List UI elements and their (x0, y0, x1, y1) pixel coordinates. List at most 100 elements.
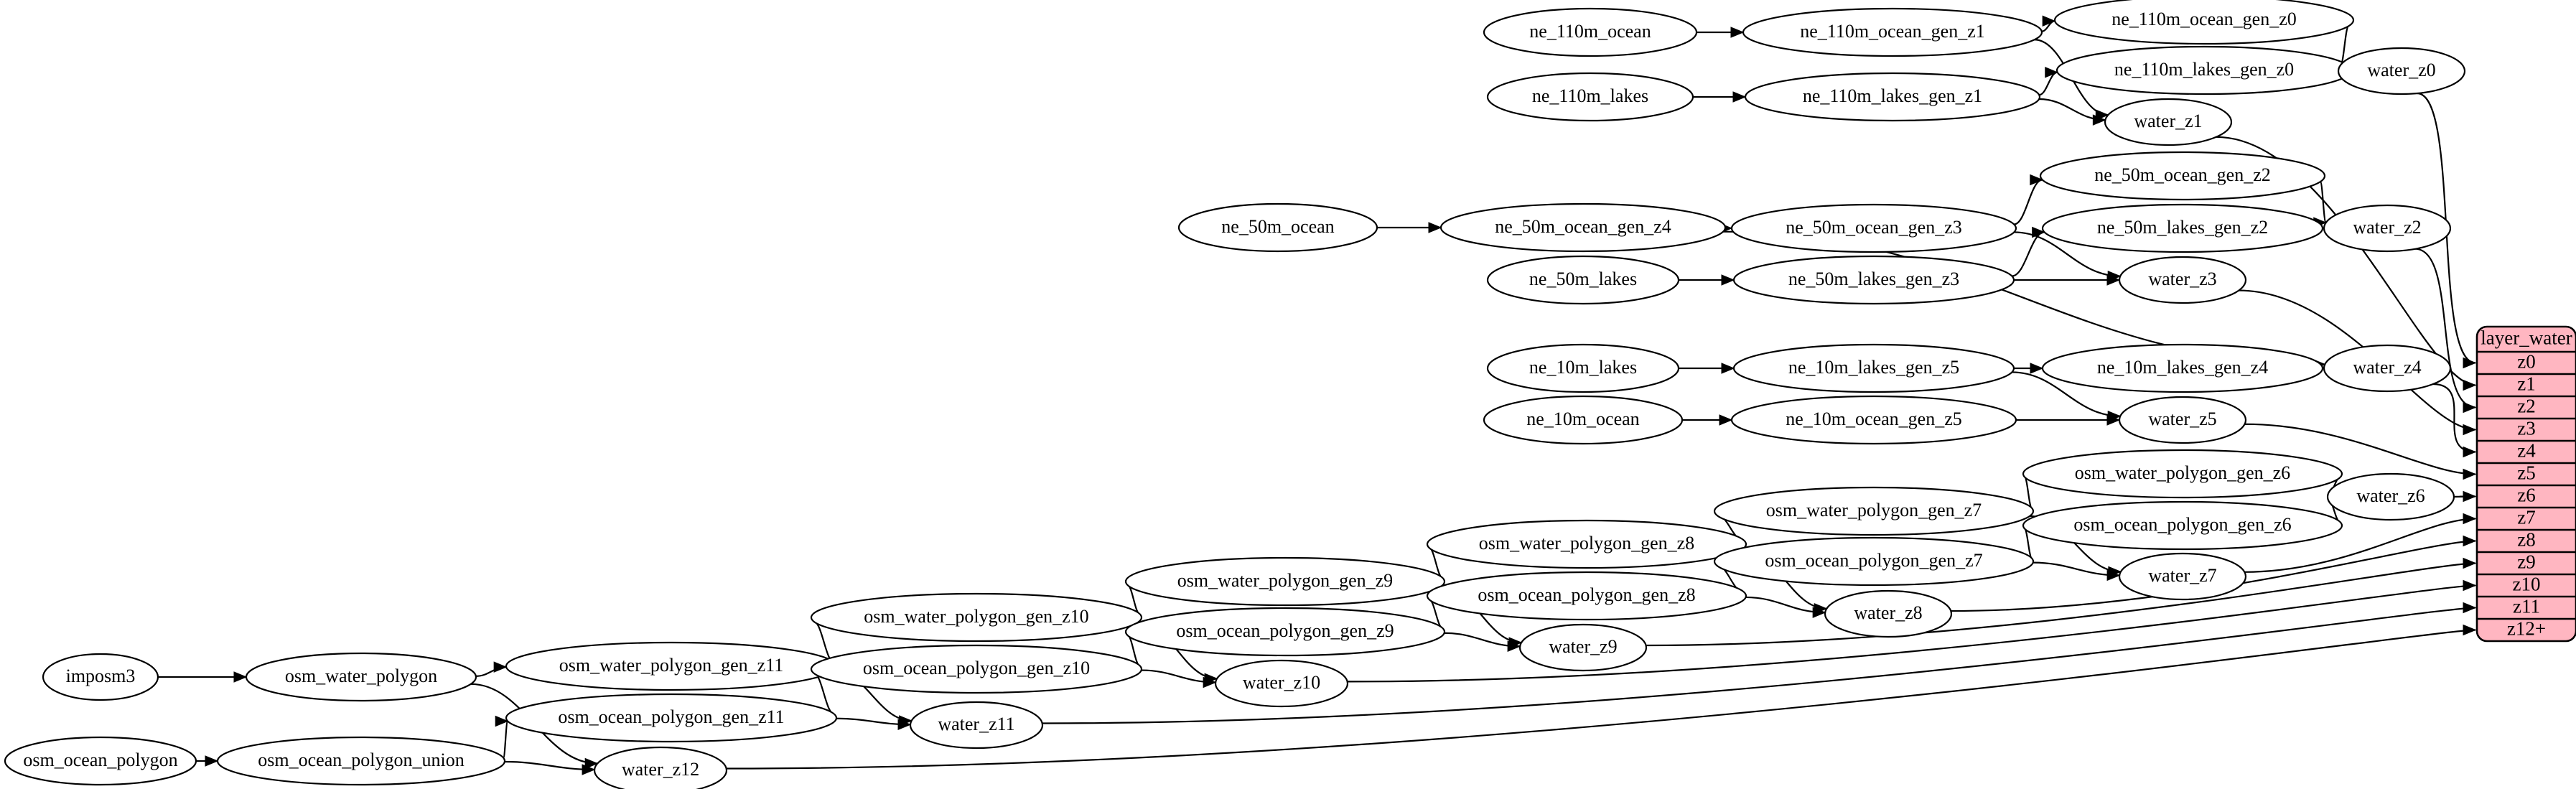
node-label: ne_110m_ocean_gen_z1 (1800, 21, 1985, 42)
node-shape (2118, 256, 2247, 304)
graph-edge-water_z12-to-layer_water-z12+ (726, 629, 2476, 770)
node-label: water_z5 (2148, 408, 2216, 429)
edge-arrowhead (495, 715, 509, 727)
graph-node-osm_ocean_polygon_gen_z10[interactable]: osm_ocean_polygon_gen_z10 (810, 644, 1143, 694)
node-shape (2041, 343, 2324, 393)
graph-node-osm_water_polygon_gen_z9[interactable]: osm_water_polygon_gen_z9 (1124, 556, 1446, 607)
node-shape (1730, 395, 2017, 445)
graph-node-water_z7[interactable]: water_z7 (2118, 552, 2247, 601)
graph-node-ne_110m_lakes_gen_z0[interactable]: ne_110m_lakes_gen_z0 (2055, 45, 2353, 95)
graph-node-water_z2[interactable]: water_z2 (2323, 204, 2452, 253)
node-label: osm_water_polygon_gen_z11 (559, 655, 783, 676)
graph-node-ne_50m_lakes[interactable]: ne_50m_lakes (1486, 255, 1680, 305)
graph-node-osm_water_polygon_gen_z6[interactable]: osm_water_polygon_gen_z6 (2022, 449, 2343, 499)
edge-arrowhead (2463, 602, 2477, 614)
graph-node-water_z1[interactable]: water_z1 (2104, 98, 2233, 146)
graph-node-ne_50m_ocean_gen_z3[interactable]: ne_50m_ocean_gen_z3 (1730, 203, 2017, 253)
graph-node-ne_110m_ocean_gen_z0[interactable]: ne_110m_ocean_gen_z0 (2053, 0, 2355, 45)
graph-node-water_z5[interactable]: water_z5 (2118, 396, 2247, 444)
graph-node-ne_10m_lakes_gen_z5[interactable]: ne_10m_lakes_gen_z5 (1732, 343, 2015, 393)
edge-arrowhead (2032, 226, 2045, 238)
graph-node-imposm3[interactable]: imposm3 (42, 653, 159, 701)
record-row-z0[interactable]: z0 (2517, 351, 2535, 373)
record-node-layer: layer_waterz0z1z2z3z4z5z6z7z8z9z10z11z12… (2475, 325, 2576, 643)
node-shape (2022, 449, 2343, 499)
node-shape (1486, 343, 1680, 393)
node-shape (1744, 72, 2041, 122)
graph-node-ne_110m_ocean[interactable]: ne_110m_ocean (1483, 7, 1698, 57)
node-label: osm_ocean_polygon_gen_z7 (1765, 550, 1982, 571)
record-title: layer_water (2481, 327, 2572, 349)
node-label: ne_50m_lakes (1529, 269, 1637, 289)
record-row-z8[interactable]: z8 (2517, 529, 2535, 551)
node-shape (2039, 151, 2326, 201)
graph-node-osm_water_polygon[interactable]: osm_water_polygon (245, 652, 477, 702)
graph-node-osm_water_polygon_gen_z8[interactable]: osm_water_polygon_gen_z8 (1426, 519, 1747, 569)
graph-node-ne_10m_ocean_gen_z5[interactable]: ne_10m_ocean_gen_z5 (1730, 395, 2017, 445)
graph-node-water_z0[interactable]: water_z0 (2337, 47, 2466, 95)
record-row-z9[interactable]: z9 (2517, 551, 2535, 573)
graph-node-ne_50m_ocean_gen_z2[interactable]: ne_50m_ocean_gen_z2 (2039, 151, 2326, 201)
graph-node-osm_ocean_polygon_gen_z6[interactable]: osm_ocean_polygon_gen_z6 (2022, 500, 2343, 551)
node-shape (593, 746, 728, 789)
edge-arrowhead (2463, 401, 2477, 414)
node-label: ne_110m_ocean_gen_z0 (2111, 9, 2297, 29)
record-row-z6[interactable]: z6 (2517, 485, 2535, 506)
node-label: osm_water_polygon_gen_z7 (1766, 500, 1982, 520)
record-row-z12plus[interactable]: z12+ (2507, 618, 2546, 640)
graph-node-ne_50m_ocean_gen_z4[interactable]: ne_50m_ocean_gen_z4 (1439, 202, 1727, 253)
graph-edge-water_z11-to-layer_water-z11 (1042, 607, 2476, 724)
graph-node-water_z6[interactable]: water_z6 (2326, 472, 2455, 521)
node-label: water_z6 (2356, 485, 2425, 506)
graph-edge-water_z7-to-layer_water-z7 (2244, 518, 2476, 573)
record-row-z3[interactable]: z3 (2517, 418, 2535, 439)
record-row-z10[interactable]: z10 (2513, 574, 2541, 595)
graph-node-osm_water_polygon_gen_z10[interactable]: osm_water_polygon_gen_z10 (810, 592, 1143, 643)
graph-node-osm_ocean_polygon_gen_z7[interactable]: osm_ocean_polygon_gen_z7 (1713, 536, 2035, 587)
edge-arrowhead (1812, 607, 1826, 618)
node-label: water_z9 (1549, 636, 1617, 657)
graph-node-osm_water_polygon_gen_z7[interactable]: osm_water_polygon_gen_z7 (1713, 486, 2035, 536)
graph-node-osm_ocean_polygon_gen_z9[interactable]: osm_ocean_polygon_gen_z9 (1124, 607, 1446, 657)
graph-node-water_z4[interactable]: water_z4 (2323, 344, 2452, 393)
graph-node-water_z10[interactable]: water_z10 (1214, 659, 1349, 708)
record-row-z4[interactable]: z4 (2517, 440, 2536, 462)
graph-node-ne_50m_lakes_gen_z3[interactable]: ne_50m_lakes_gen_z3 (1732, 255, 2015, 305)
graph-node-ne_10m_lakes_gen_z4[interactable]: ne_10m_lakes_gen_z4 (2041, 343, 2324, 393)
graph-node-ne_10m_ocean[interactable]: ne_10m_ocean (1483, 395, 1684, 445)
edge-arrowhead (2463, 468, 2477, 480)
graph-node-water_z9[interactable]: water_z9 (1518, 623, 1648, 672)
edge-arrowhead (1730, 27, 1745, 38)
record-row-z11[interactable]: z11 (2513, 596, 2540, 617)
graph-node-osm_ocean_polygon_union[interactable]: osm_ocean_polygon_union (216, 736, 506, 786)
graph-node-osm_water_polygon_gen_z11[interactable]: osm_water_polygon_gen_z11 (505, 641, 838, 691)
graph-node-water_z11[interactable]: water_z11 (909, 701, 1044, 750)
graph-node-water_z12[interactable]: water_z12 (593, 746, 728, 789)
edge-arrowhead (1507, 640, 1521, 653)
graph-node-osm_ocean_polygon_gen_z11[interactable]: osm_ocean_polygon_gen_z11 (505, 693, 838, 743)
graph-node-water_z3[interactable]: water_z3 (2118, 256, 2247, 304)
graph-edge-water_z5-to-layer_water-z5 (2244, 423, 2476, 475)
node-shape (4, 736, 197, 786)
graph-node-osm_ocean_polygon[interactable]: osm_ocean_polygon (4, 736, 197, 786)
record-row-z7[interactable]: z7 (2517, 507, 2535, 528)
graph-node-ne_110m_ocean_gen_z1[interactable]: ne_110m_ocean_gen_z1 (1742, 7, 2043, 57)
edge-arrowhead (1721, 274, 1735, 286)
graph-node-ne_50m_ocean[interactable]: ne_50m_ocean (1177, 202, 1378, 253)
record-row-z5[interactable]: z5 (2517, 462, 2535, 484)
graph-node-osm_ocean_polygon_gen_z8[interactable]: osm_ocean_polygon_gen_z8 (1426, 571, 1747, 621)
node-label: water_z3 (2148, 269, 2216, 289)
graph-node-water_z8[interactable]: water_z8 (1824, 589, 1953, 638)
graph-node-ne_110m_lakes_gen_z1[interactable]: ne_110m_lakes_gen_z1 (1744, 72, 2041, 122)
edge-arrowhead (2106, 274, 2121, 286)
record-row-z1[interactable]: z1 (2517, 373, 2535, 395)
record-row-z2[interactable]: z2 (2517, 396, 2535, 417)
node-shape (2041, 203, 2324, 253)
node-shape (1732, 343, 2015, 393)
graph-node-ne_10m_lakes[interactable]: ne_10m_lakes (1486, 343, 1680, 393)
graph-node-ne_110m_lakes[interactable]: ne_110m_lakes (1486, 72, 1694, 122)
node-shape (1518, 623, 1648, 672)
node-label: water_z7 (2148, 565, 2216, 586)
graph-node-ne_50m_lakes_gen_z2[interactable]: ne_50m_lakes_gen_z2 (2041, 203, 2324, 253)
